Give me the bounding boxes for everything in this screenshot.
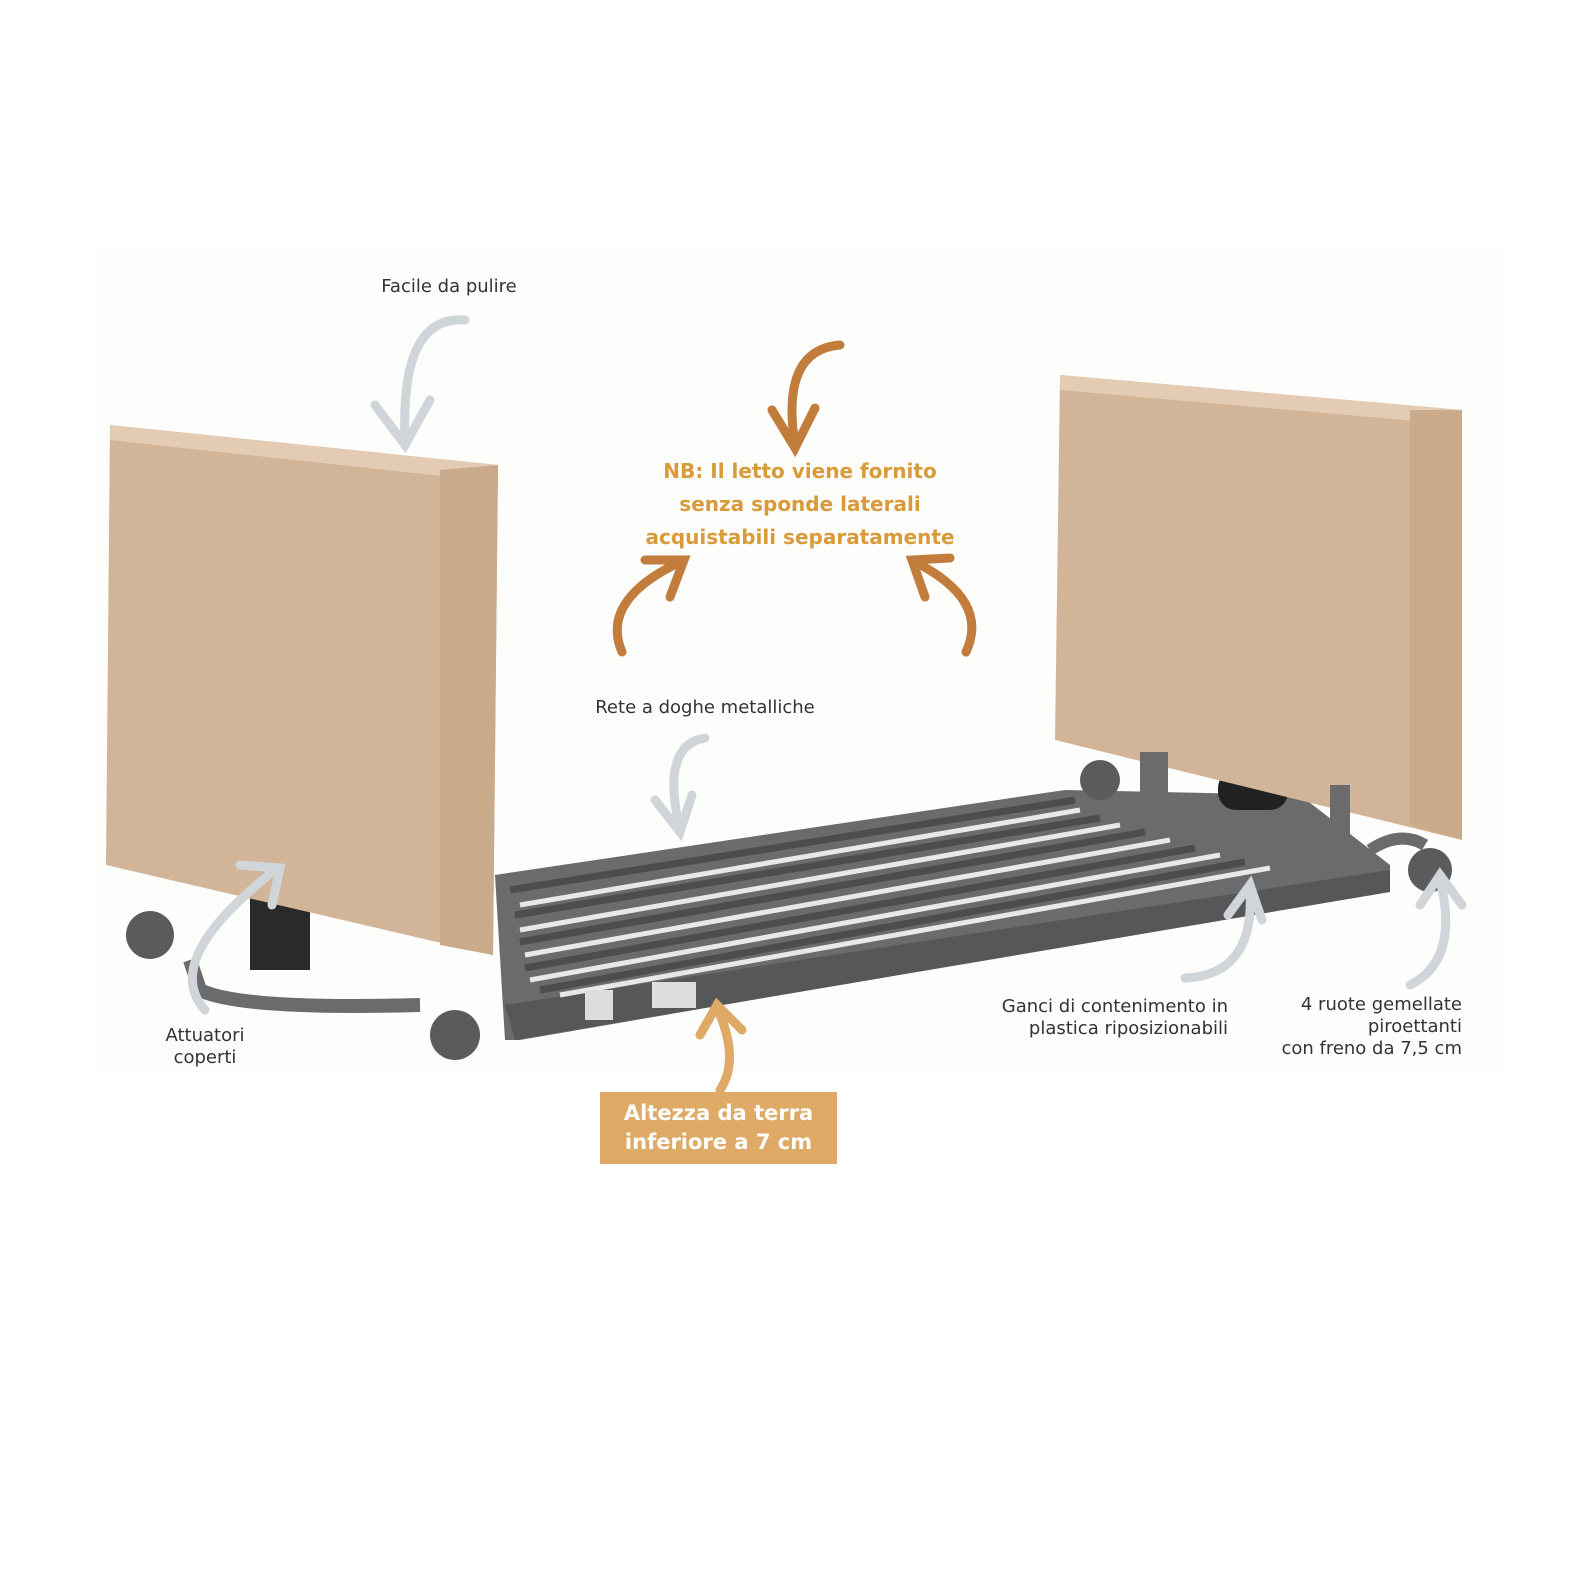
note-no-side-rails: NB: Il letto viene fornito senza sponde …: [645, 455, 954, 554]
note-prefix: NB:: [663, 459, 704, 483]
note-line: senza sponde laterali: [679, 492, 921, 516]
callout-line: Attuatori: [165, 1025, 245, 1046]
callout-hooks: Ganci di contenimento in plastica riposi…: [1002, 996, 1228, 1040]
arrow-clean: [400, 315, 470, 445]
orange-arrows: [612, 340, 977, 657]
callout-covered-actuators: Attuatori coperti: [165, 1025, 244, 1069]
ground-height-badge: Altezza da terra inferiore a 7 cm: [600, 1092, 837, 1164]
badge-line: Altezza da terra: [623, 1101, 814, 1125]
badge-line: inferiore a 7 cm: [624, 1130, 813, 1154]
callout-line: con freno da 7,5 cm: [1281, 1038, 1462, 1059]
callout-line: plastica riposizionabili: [1028, 1018, 1228, 1039]
gray-arrows: [187, 315, 1467, 1015]
headboard-right: [1055, 375, 1462, 840]
note-line: Il letto viene fornito: [710, 459, 937, 483]
headboard-left: [106, 425, 498, 955]
callout-wheels: 4 ruote gemellate piroettanti con freno …: [1281, 994, 1462, 1060]
callout-metal-slats: Rete a doghe metalliche: [595, 697, 815, 718]
bed-frame: [183, 770, 1429, 1040]
callout-easy-to-clean: Facile da pulire: [381, 276, 517, 297]
note-line: acquistabili separatamente: [645, 525, 955, 549]
callout-line: piroettanti: [1367, 1016, 1462, 1037]
callout-line: Ganci di contenimento in: [1001, 996, 1228, 1017]
wheels: [126, 760, 1452, 1060]
badge-arrow: [695, 997, 747, 1095]
callout-line: coperti: [173, 1047, 237, 1068]
callout-line: 4 ruote gemellate: [1300, 994, 1462, 1015]
